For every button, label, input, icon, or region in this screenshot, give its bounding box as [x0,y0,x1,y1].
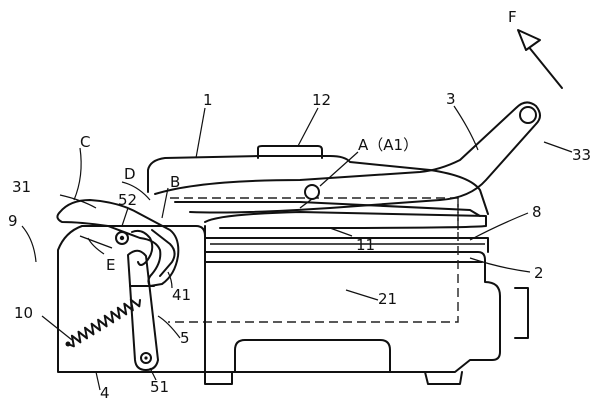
handle-end-hole [519,106,537,124]
label-housing: 21 [378,290,397,308]
knob [257,145,323,159]
label-knob: 12 [312,91,331,109]
label-slot: 41 [172,286,191,304]
label-handle-end: 33 [572,146,591,164]
label-region-e: E [106,256,115,274]
label-region-c: C [80,133,90,151]
label-link: 31 [12,178,31,196]
label-region-b: B [170,173,180,191]
lid [147,155,489,229]
label-nine: 9 [8,212,18,230]
label-base-edge: 2 [534,264,544,282]
label-lever-pivot: 51 [150,378,169,396]
label-pivot: A（A1） [358,136,418,154]
label-force: F [508,8,517,26]
label-handle: 3 [446,90,456,108]
hook-link [56,199,180,287]
label-plate-edge: 11 [356,236,375,254]
labels: F 1 12 3 A（A1） 33 C D B 31 52 8 9 E 11 2… [8,8,591,402]
label-region-d: D [124,165,136,183]
spring-anchor [65,341,71,347]
label-lever: 5 [180,329,190,347]
force-arrow [517,29,563,89]
lever [127,249,159,371]
left-body [57,225,206,373]
plate [204,237,489,253]
spring [65,298,141,348]
label-spring: 10 [14,304,33,322]
label-pin: 52 [118,191,137,209]
pivot-a [304,184,320,200]
label-lid: 1 [203,91,213,109]
label-body: 4 [100,384,110,402]
spring-coil [67,298,141,348]
label-plate: 8 [532,203,542,221]
housing-dashed [168,197,459,323]
leader-lines [21,105,573,391]
base-housing [204,251,529,385]
handle [154,101,541,214]
